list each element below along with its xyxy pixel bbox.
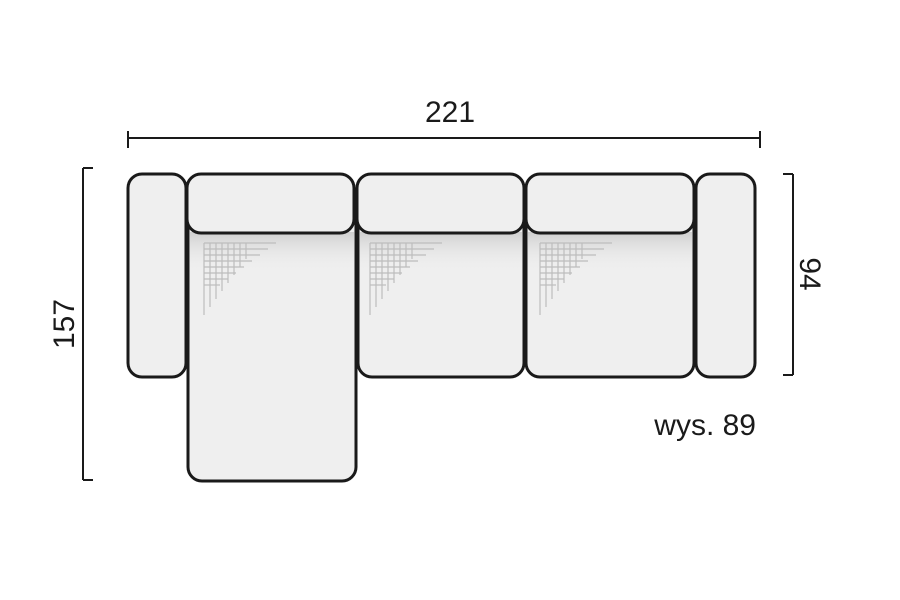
seat-depth-dimension	[783, 173, 794, 376]
left-armrest	[126, 172, 188, 379]
total-depth-label: 157	[48, 299, 81, 349]
right-shadow	[528, 232, 692, 272]
chaise-shadow	[190, 232, 354, 272]
middle-stitching	[369, 242, 442, 315]
right-stitching	[539, 242, 612, 315]
total-depth-dimension	[82, 167, 93, 481]
backrest-cushion-middle	[355, 172, 526, 235]
chaise-stitching	[203, 242, 276, 315]
height-label: wys. 89	[653, 409, 756, 442]
width-dimension	[127, 131, 761, 148]
right-armrest	[694, 172, 757, 379]
backrest-cushion-left	[185, 172, 356, 235]
middle-shadow	[360, 232, 522, 272]
seat-depth-label: 94	[793, 257, 826, 290]
backrest-cushion-right	[524, 172, 696, 235]
width-label: 221	[425, 96, 475, 129]
